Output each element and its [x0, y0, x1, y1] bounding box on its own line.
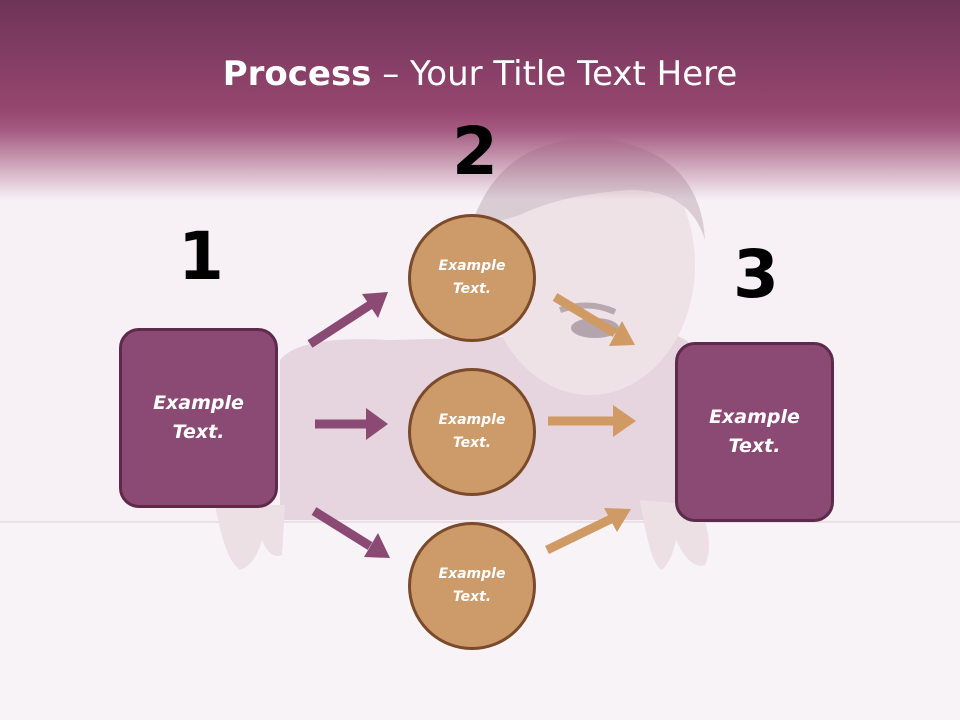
box-left-line1: Example: [153, 392, 244, 414]
arrow-left-up: [307, 292, 388, 348]
circle-middle-line2: Text.: [452, 435, 492, 451]
step-number-3: 3: [733, 236, 779, 313]
box-right-line2: Text.: [728, 435, 781, 457]
arrow-left-middle: [315, 408, 388, 440]
circle-middle-line1: Example: [438, 412, 506, 428]
step-number-2: 2: [452, 113, 498, 190]
box-left-line2: Text.: [172, 421, 225, 443]
arrow-right-middle: [548, 405, 636, 437]
title-rest: – Your Title Text Here: [371, 54, 738, 94]
circle-bottom-line1: Example: [438, 566, 506, 582]
circle-top-line2: Text.: [452, 281, 492, 297]
step-number-1: 1: [178, 218, 224, 295]
arrow-left-down: [311, 507, 390, 558]
arrow-right-up: [545, 508, 631, 555]
arrow-right-down: [552, 293, 635, 346]
box-right-line1: Example: [709, 406, 800, 428]
circle-top-line1: Example: [438, 258, 506, 274]
header-band: [0, 0, 960, 200]
slide-title: Process – Your Title Text Here: [0, 52, 960, 96]
circle-bottom-line2: Text.: [452, 589, 492, 605]
title-bold: Process: [222, 54, 372, 94]
